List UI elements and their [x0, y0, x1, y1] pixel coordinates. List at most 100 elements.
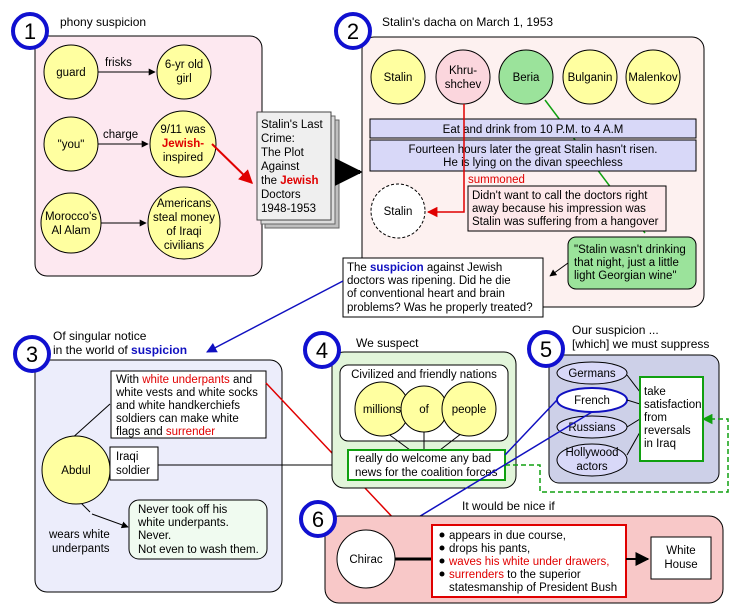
civilized-label: Civilized and friendly nations [351, 369, 497, 381]
edge-charge-label: charge [103, 129, 138, 141]
wears-to-never-arrow [91, 513, 129, 529]
satisfaction-1: take [644, 386, 666, 398]
node-girl [156, 44, 212, 100]
book-line-2: Crime: [261, 133, 295, 145]
node-alalam [40, 192, 102, 254]
bullet-dot-4 [439, 571, 445, 577]
bad-news-box [347, 449, 506, 481]
node-nine-eleven [149, 110, 217, 178]
node-alalam-label-2: Al Alam [52, 225, 91, 237]
panel-6-title: It would be nice if [462, 499, 555, 513]
satisfaction-2: satisfaction [644, 399, 702, 411]
node-abdul-label: Abdul [61, 465, 90, 477]
abdul-to-underpants-line [69, 403, 111, 441]
bullet-text-1: appears in due course, [449, 530, 566, 542]
panel-3-title-2a: in the world of [53, 343, 131, 357]
iraqi-soldier-box [109, 446, 159, 481]
underpants-text-1: With white underpants and [116, 374, 252, 386]
book-line-1: Stalin's Last [261, 119, 323, 131]
underpants-text-5: flags and surrender [116, 426, 215, 438]
circle-people [441, 381, 497, 437]
panel-3-title-2: in the world of suspicion [53, 343, 187, 357]
suspicion-note-1c: against Jewish [424, 262, 503, 274]
bullet-text-2: drops his pants, [449, 543, 530, 555]
underpants-text-5a: flags and [116, 426, 166, 438]
node-americans-label-1: Americans [157, 198, 212, 210]
green-dashed-connector [505, 413, 729, 493]
nation-hollywood-label-1: Hollywood [565, 447, 618, 459]
stalin-dashed [370, 183, 426, 239]
node-americans [147, 186, 221, 260]
node-nine-eleven-label-3: inspired [163, 152, 203, 164]
node-alalam-label-1: Morocco's [45, 211, 97, 223]
person-khrushchev-label-2: shchev [445, 79, 482, 91]
bullet-text-4: surrenders to the superior [449, 569, 581, 581]
person-khrushchev-label-1: Khru- [449, 65, 477, 77]
never-text-3: Never. [138, 530, 171, 542]
panel-4-number-ring [303, 331, 341, 369]
node-americans-label-2: steal money [153, 212, 215, 224]
doctors-note-3: Stalin was suffering from a hangover [472, 216, 659, 228]
french-link [626, 399, 641, 405]
bullet-text-4a: surrenders [449, 569, 504, 581]
never-box [128, 499, 268, 560]
book-line-6: Doctors [261, 189, 301, 201]
book-cover [256, 111, 332, 221]
never-text-1: Never took off his [138, 504, 228, 516]
bullet-text-5: statesmanship of President Bush [449, 582, 617, 594]
nation-french-label: French [574, 395, 610, 407]
edge-frisks-label: frisks [105, 57, 132, 69]
person-bulganin-label: Bulganin [568, 72, 613, 84]
panel-5-number-ring [527, 330, 565, 368]
fourteen-hours-text-2: He is lying on the divan speechless [443, 157, 623, 169]
node-you-label: "you" [58, 139, 85, 151]
suspicion-note-4: problems? Was he properly treated? [347, 302, 533, 314]
wears-white-1: wears white [48, 529, 110, 541]
person-bulganin [562, 49, 618, 105]
panel-2-number-ring [334, 12, 372, 50]
russians-link [626, 418, 641, 428]
underpants-text-1a: With [116, 374, 142, 386]
panel-6-number: 6 [312, 507, 324, 532]
panel-2-title: Stalin's dacha on March 1, 1953 [382, 15, 553, 29]
suspicion-note-box [342, 257, 544, 318]
underpants-text-1c: and [230, 374, 252, 386]
eat-drink-text: Eat and drink from 10 P.M. to 4 A.M [443, 124, 624, 136]
node-nine-eleven-label-1: 9/11 was [160, 124, 205, 136]
panel-3-title-1: Of singular notice [53, 329, 147, 343]
node-nine-eleven-label-2: Jewish- [162, 138, 204, 150]
panel-4-number: 4 [316, 338, 328, 363]
panel-4-title: We suspect [356, 336, 419, 350]
never-text-4: Not even to wash them. [138, 544, 259, 556]
bad-news-2: news for the coalition forces [355, 467, 498, 479]
satisfaction-box [639, 376, 704, 462]
bad-news-1: really do welcome any bad [355, 453, 491, 465]
summoned-line [426, 104, 465, 218]
bullet-dot-2 [439, 545, 445, 551]
bullets-box [431, 524, 627, 598]
underpants-text-2: white vests and white socks [115, 387, 258, 399]
suspicion-note-1b: suspicion [370, 262, 424, 274]
panel-5-title-2: [which] we must suppress [572, 337, 709, 351]
bullet-dot-3 [439, 558, 445, 564]
suspicion-note-1a: The [347, 262, 370, 274]
panel-6-number-ring [299, 500, 337, 538]
beria-quote-3: light Georgian wine" [574, 270, 677, 282]
panel-3-number: 3 [26, 342, 38, 367]
arrow-suspicion-to-panel3 [206, 280, 344, 353]
doctors-note-box [467, 185, 667, 232]
person-stalin [370, 49, 426, 105]
doctors-note-2: away because his impression was [472, 203, 646, 215]
underpants-text-5b: surrender [166, 426, 215, 438]
underpants-box [110, 370, 267, 439]
panel-3-title-2b: suspicion [131, 343, 187, 357]
book-line-5-jewish: Jewish [280, 175, 318, 187]
french-to-badnews-blue [504, 399, 558, 456]
panel-2-number: 2 [347, 19, 359, 44]
book-line-5: the Jewish [261, 175, 319, 187]
circle-people-label: people [452, 404, 487, 416]
panel-3-number-ring [13, 335, 51, 373]
person-malenkov [625, 49, 681, 105]
person-khrushchev [435, 49, 491, 105]
